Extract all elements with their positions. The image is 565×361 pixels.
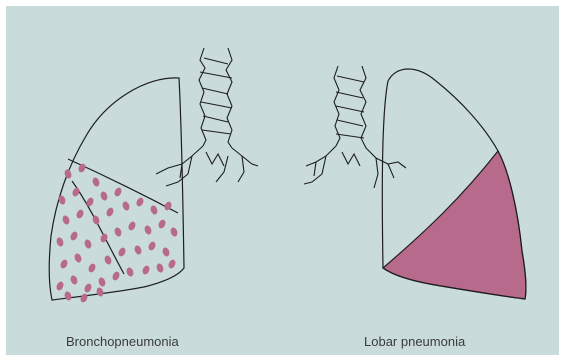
right-bronchus-left [304,146,336,184]
consolidation-spot [155,263,164,274]
consolidation-spot [149,205,158,216]
consolidation-spot [105,206,115,217]
consolidation-spot [117,246,127,257]
consolidation-spot [83,282,93,293]
consolidation-spot [55,237,64,248]
consolidation-spot [69,230,79,241]
consolidation-spot [85,196,95,207]
consolidation-spot [79,292,89,303]
consolidation-spot [143,225,152,236]
right-trachea [304,66,406,188]
lobar-consolidation [383,151,526,299]
consolidation-spot [61,215,70,226]
left-bronchus-left [156,146,203,186]
left-bronchus-right [216,148,258,182]
consolidation-spot [169,227,178,238]
consolidation-spot [167,258,177,269]
right-carina [342,152,360,166]
consolidation-spot [95,287,104,298]
consolidation-spot [113,227,122,238]
diagram-figure: Bronchopneumonia Lobar pneumonia [6,6,559,355]
consolidation-spot [87,262,97,273]
consolidation-spot [97,277,106,288]
left-trachea-wall-left [199,48,206,146]
consolidation-spot [141,264,151,275]
right-trachea-wall-right [360,66,366,148]
consolidation-spot [121,201,130,212]
consolidation-spot [63,291,72,302]
consolidation-spot [91,177,100,188]
consolidation-spot [147,240,157,251]
consolidation-spot [63,169,72,180]
consolidation-spot [69,275,78,286]
consolidation-spot [73,253,82,264]
left-carina [206,152,224,166]
consolidation-spot [75,208,85,219]
consolidation-spot [57,195,66,206]
consolidation-spot [127,220,137,231]
consolidation-spot [135,196,145,207]
lungs-diagram [6,6,559,355]
consolidation-spot [133,245,142,256]
consolidation-spot [99,191,108,202]
consolidation-spot [125,267,134,278]
consolidation-spot [113,186,123,197]
lobar-pneumonia-caption: Lobar pneumonia [364,334,465,349]
consolidation-spot [103,255,112,266]
right-trachea-rings [336,76,364,138]
consolidation-spot [161,247,170,258]
right-bronchus-right [366,148,406,188]
consolidation-spot [55,280,65,291]
consolidation-spot [83,239,92,250]
bronchopneumonia-caption: Bronchopneumonia [66,334,179,349]
left-trachea [156,48,258,186]
consolidation-spot [111,270,121,281]
consolidation-spot [59,258,69,269]
consolidation-spot [157,218,167,229]
